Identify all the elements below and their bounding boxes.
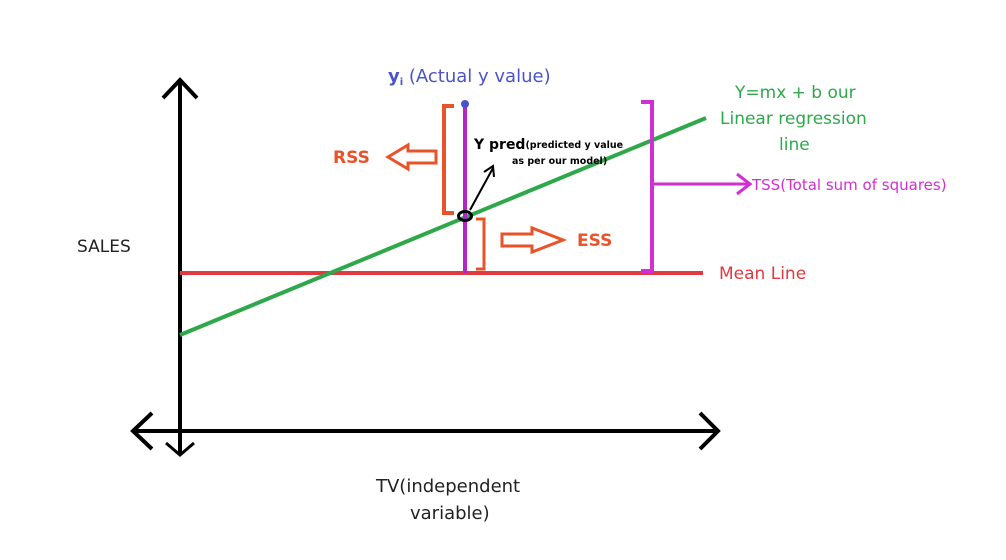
predicted-point [457, 210, 473, 222]
x-axis-arrowhead-right [698, 411, 721, 451]
actual-point [461, 100, 469, 108]
actual-point-label: yi (Actual y value) [388, 66, 551, 88]
rss-arrow [385, 142, 438, 172]
regression-label-line2: Linear regression [720, 109, 867, 129]
regression-line [179, 116, 707, 337]
mean-line-label: Mean Line [719, 264, 806, 284]
tss-label: TSS(Total sum of squares) [751, 176, 947, 194]
regression-label-line1: Y=mx + b our [734, 83, 856, 103]
tss-arrowhead [736, 172, 753, 196]
ypred-label: Y pred(predicted y value [473, 137, 623, 153]
regression-label-line3: line [779, 135, 810, 155]
rss-bracket [442, 104, 454, 215]
x-axis-label-line1: TV(independent [375, 476, 520, 497]
ess-bracket [476, 217, 486, 271]
rss-label: RSS [333, 148, 370, 168]
y-axis-arrowhead-bottom [165, 441, 195, 457]
y-axis-label: SALES [77, 237, 131, 257]
x-axis-arrowhead-left [130, 411, 154, 451]
ypred-label-detail: as per our model) [512, 156, 607, 167]
ypred-pointer-arrowhead [483, 164, 495, 178]
ess-arrow [500, 225, 568, 255]
tss-bracket [641, 100, 654, 273]
ess-label: ESS [577, 231, 612, 251]
x-axis-label-line2: variable) [410, 503, 490, 524]
y-axis-arrowhead [161, 77, 199, 100]
ypred-pointer-arrow [469, 167, 494, 211]
